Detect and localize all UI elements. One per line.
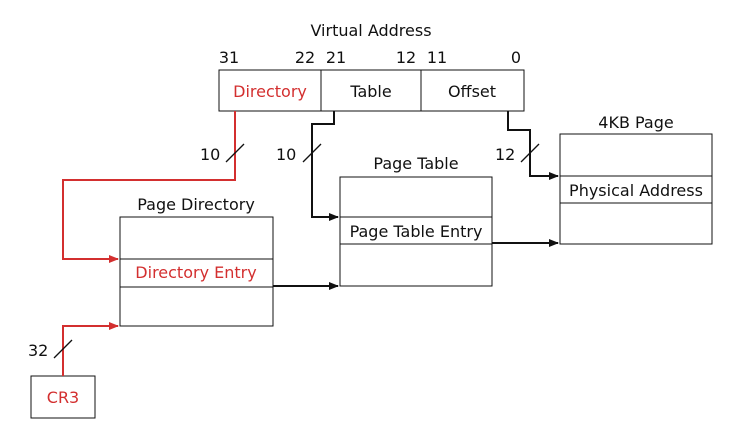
- bit-label-21: 21: [326, 48, 346, 67]
- table-field: Table: [349, 82, 391, 101]
- offset-width-slash: [520, 143, 540, 163]
- page-4kb-title: 4KB Page: [598, 113, 673, 132]
- bit-label-31: 31: [219, 48, 239, 67]
- virtual-address-title: Virtual Address: [310, 21, 431, 40]
- cr3-wire: [62, 322, 119, 376]
- physical-address-entry: Physical Address: [569, 181, 703, 200]
- page-directory: Page Directory Directory Entry: [119, 195, 274, 327]
- directory-width-slash: [225, 143, 245, 163]
- virtual-address-box: [218, 69, 525, 112]
- table-width-slash: [302, 143, 322, 163]
- cr3-box: [30, 375, 96, 419]
- offset-width-label: 12: [495, 145, 515, 164]
- bit-label-0: 0: [511, 48, 521, 67]
- cr3-register: CR3: [30, 375, 96, 419]
- page-table: Page Table Page Table Entry: [339, 154, 493, 287]
- page-directory-title: Page Directory: [137, 195, 255, 214]
- physical-address-row: [559, 175, 713, 204]
- page-table-title: Page Table: [373, 154, 458, 173]
- directory-entry: Directory Entry: [135, 263, 256, 282]
- directory-entry-row: [119, 258, 274, 288]
- bit-label-11: 11: [427, 48, 447, 67]
- cr3-width-slash: [53, 339, 73, 359]
- cr3-label: CR3: [47, 388, 79, 407]
- directory-wire: [62, 111, 236, 263]
- offset-wire: [507, 111, 559, 180]
- offset-field: Offset: [448, 82, 496, 101]
- bit-label-22: 22: [295, 48, 315, 67]
- table-width-label: 10: [276, 145, 296, 164]
- page-table-entry: Page Table Entry: [350, 222, 483, 241]
- page-table-entry-row: [339, 216, 493, 245]
- table-wire: [311, 111, 339, 221]
- virtual-address: Virtual Address 31 22 21 12 11 0 Directo…: [218, 21, 525, 112]
- bit-label-12: 12: [396, 48, 416, 67]
- directory-field: Directory: [233, 82, 307, 101]
- cr3-width-label: 32: [28, 341, 48, 360]
- page-4kb: 4KB Page Physical Address: [559, 113, 713, 245]
- directory-width-label: 10: [200, 145, 220, 164]
